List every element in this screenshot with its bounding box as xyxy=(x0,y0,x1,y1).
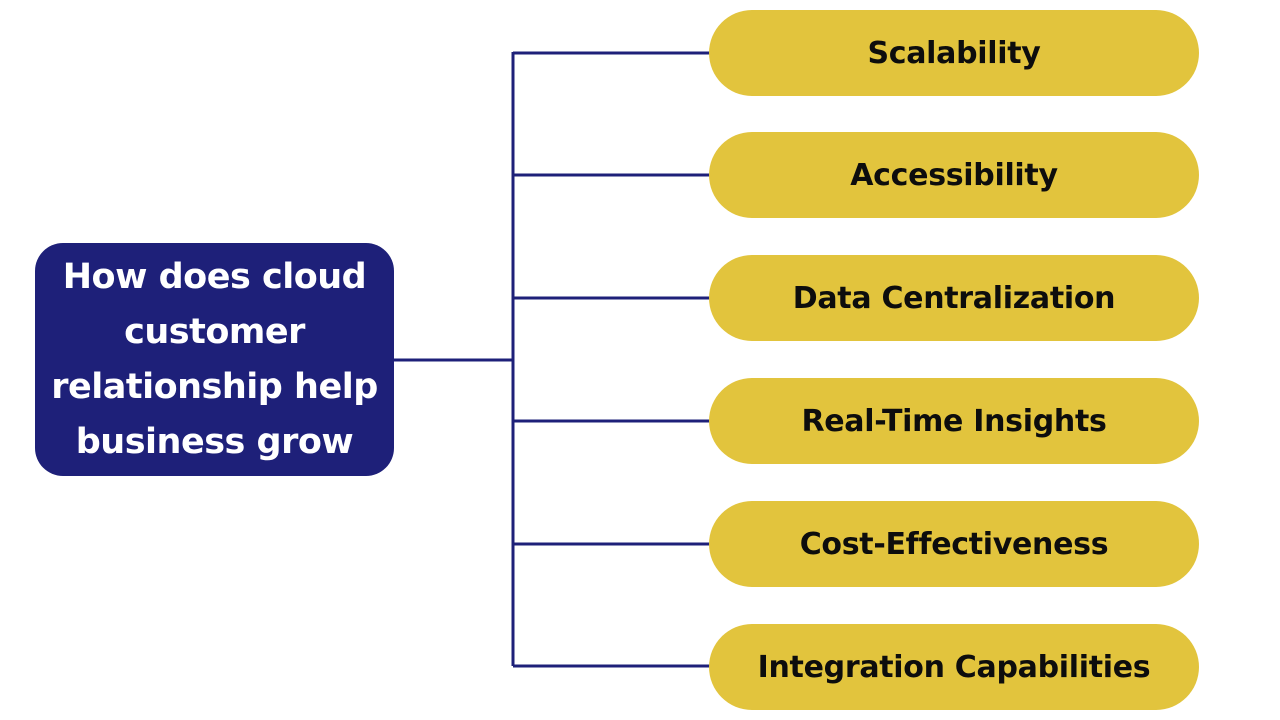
branch-node-label: Real-Time Insights xyxy=(801,403,1107,439)
branch-node-label: Accessibility xyxy=(850,157,1058,193)
branch-node-cost-effectiveness: Cost-Effectiveness xyxy=(709,501,1199,587)
branch-node-label: Scalability xyxy=(867,35,1041,71)
branch-node-label: Cost-Effectiveness xyxy=(799,526,1109,562)
branch-node-integration-capabilities: Integration Capabilities xyxy=(709,624,1199,710)
branch-node-scalability: Scalability xyxy=(709,10,1199,96)
branch-node-label: Data Centralization xyxy=(792,280,1116,316)
root-node-text: How does cloud customer relationship hel… xyxy=(51,256,378,462)
branch-node-label: Integration Capabilities xyxy=(757,649,1151,685)
root-node: How does cloud customer relationship hel… xyxy=(35,243,394,476)
branch-node-accessibility: Accessibility xyxy=(709,132,1199,218)
branch-node-data-centralization: Data Centralization xyxy=(709,255,1199,341)
branch-node-real-time-insights: Real-Time Insights xyxy=(709,378,1199,464)
